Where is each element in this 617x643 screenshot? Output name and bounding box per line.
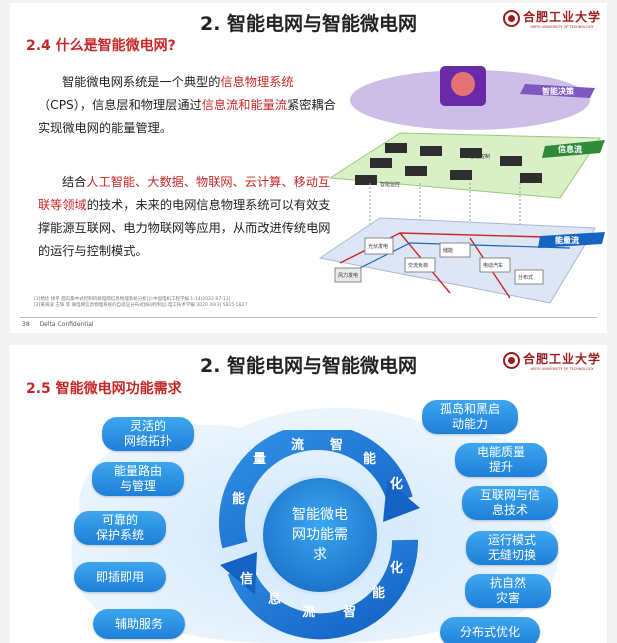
box-control: 智能控制	[470, 153, 490, 160]
function-label: 抗自然 灾害	[489, 576, 526, 605]
paragraph-cps: 智能微电网系统是一个典型的信息物理系统 （CPS），信息层和物理层通过信息流和能量…	[38, 71, 338, 140]
function-island-black-start: 孤岛和黑启 动能力	[422, 400, 518, 434]
info-devices	[355, 143, 542, 185]
para-text: （CPS），信息层和物理层通过	[38, 98, 202, 112]
para-text: 结合	[62, 175, 87, 189]
ring-char: 量	[253, 452, 267, 467]
function-internet-it: 互联网与信 息技术	[462, 486, 558, 520]
university-logo: 合肥工业大学 HEFEI UNIVERSITY OF TECHNOLOGY	[502, 8, 601, 29]
slide-2-5: 2. 智能电网与智能微电网 合肥工业大学 HEFEI UNIVERSITY OF…	[10, 345, 607, 643]
ring-char: 化	[390, 561, 404, 576]
label-energy: 能量流	[555, 235, 579, 245]
footer-divider	[20, 317, 597, 318]
slide-title: 2. 智能电网与智能微电网	[199, 355, 418, 377]
box-wind: 风力发电	[338, 272, 358, 279]
lower-cycle-arrow	[227, 539, 419, 640]
ring-char: 智	[343, 605, 357, 620]
microgrid-cps-diagram: 智能决策 信息流 智能控制 智能监控	[310, 58, 607, 313]
ring-char: 能	[363, 452, 377, 467]
info-arrow: 信息流	[542, 140, 605, 158]
box-load: 分布式	[518, 274, 533, 281]
logo-name-en: HEFEI UNIVERSITY OF TECHNOLOGY	[530, 367, 594, 371]
function-label: 分布式优化	[459, 624, 520, 639]
para-highlight: 信息流和能量流	[201, 98, 288, 112]
function-label: 运行模式 无缝切换	[487, 533, 536, 562]
confidential-label: Delta Confidential	[39, 321, 94, 328]
references: [1]杨达 杨平 面向集中式控制的微电网信息物理系统分析[J].中国电机工程学报…	[34, 297, 324, 309]
function-energy-routing: 能量路由 与管理	[92, 462, 184, 496]
paragraph-technologies: 结合人工智能、大数据、物联网、云计算、移动互联等领域的技术，未来的电网信息物理系…	[38, 171, 338, 263]
university-seal-icon	[502, 352, 520, 369]
energy-arrow: 能量流	[538, 232, 605, 248]
function-label: 互联网与信 息技术	[479, 488, 540, 517]
label-info: 信息流	[558, 144, 582, 154]
core-function-circle: 智能微电 网功能需 求	[260, 475, 380, 595]
function-seamless-switch: 运行模式 无缝切换	[466, 531, 558, 565]
function-label: 孤岛和黑启 动能力	[439, 402, 500, 431]
function-plug-and-play: 即插即用	[74, 562, 166, 592]
page-number: 38	[22, 321, 30, 328]
para-text: 智能微电网系统是一个典型的	[62, 75, 221, 89]
upper-cycle-arrow	[218, 424, 413, 549]
slide-footer: 38 Delta Confidential	[22, 321, 102, 328]
function-distributed-optimization: 分布式优化	[440, 617, 540, 643]
slide-2-4: 2. 智能电网与智能微电网 合肥工业大学 HEFEI UNIVERSITY OF…	[10, 3, 607, 333]
para-highlight: 信息物理系统	[220, 75, 294, 89]
ring-char: 智	[330, 438, 344, 453]
function-label: 可靠的 保护系统	[95, 513, 144, 542]
section-heading: 2.5 智能微电网功能需求	[26, 381, 182, 397]
university-seal-icon	[502, 10, 520, 27]
function-label: 辅助服务	[114, 616, 163, 631]
function-disaster-resistance: 抗自然 灾害	[465, 574, 551, 608]
function-label: 灵活的 网络拓扑	[123, 419, 172, 448]
ring-char: 能	[232, 492, 246, 507]
para-highlight: 人工智能、大数据、物联网、云计算、移动互联等领域	[38, 175, 331, 212]
lower-arrowhead-icon	[220, 552, 257, 595]
function-cycle	[215, 424, 425, 640]
university-logo: 合肥工业大学 HEFEI UNIVERSITY OF TECHNOLOGY	[502, 350, 601, 371]
upper-arrowhead-icon	[383, 480, 420, 522]
ring-char: 流	[291, 438, 305, 453]
logo-name-cn: 合肥工业大学	[522, 10, 601, 24]
section-heading: 2.4 什么是智能微电网?	[26, 38, 176, 54]
brain-icon	[451, 72, 475, 96]
function-power-quality: 电能质量 提升	[455, 443, 547, 477]
slide-title: 2. 智能电网与智能微电网	[199, 13, 418, 35]
box-monitor: 智能监控	[380, 181, 400, 188]
ring-char: 信	[240, 572, 254, 587]
box-storage: 储能	[443, 247, 453, 254]
box-ev: 电动汽车	[483, 262, 503, 269]
info-lines	[349, 242, 571, 274]
function-label: 即插即用	[95, 569, 144, 584]
reference-item: [2]黄海波 王辉 等 微电网信息物理系统的自适应分布式协同控制[J].电工技术…	[34, 303, 248, 308]
function-label: 能量路由 与管理	[113, 464, 162, 493]
ring-char: 流	[302, 605, 316, 620]
ring-char: 化	[390, 477, 404, 492]
energy-layer	[318, 217, 596, 304]
para-text: 的技术，未来的电网信息物理系统可以有效支撑能源互联网、电力物联网等应用，从而改进…	[38, 198, 331, 258]
function-label: 电能质量 提升	[476, 445, 525, 474]
function-auxiliary-service: 辅助服务	[93, 609, 185, 639]
reference-item: [1]杨达 杨平 面向集中式控制的微电网信息物理系统分析[J].中国电机工程学报…	[34, 297, 231, 302]
function-flexible-topology: 灵活的 网络拓扑	[102, 417, 194, 451]
function-protection-system: 可靠的 保护系统	[74, 511, 166, 545]
energy-devices	[334, 237, 544, 285]
box-dc: 交流负荷	[408, 262, 428, 269]
decision-arrow: 智能决策	[520, 84, 595, 98]
logo-name-en: HEFEI UNIVERSITY OF TECHNOLOGY	[530, 25, 594, 29]
para-text: 紧密耦合实现微电网的能量管理。	[38, 98, 336, 135]
ring-char: 息	[268, 592, 282, 607]
box-pv: 光伏发电	[368, 243, 388, 250]
ring-char: 能	[372, 586, 386, 601]
logo-name-cn: 合肥工业大学	[522, 352, 601, 366]
label-decision: 智能决策	[542, 86, 575, 96]
